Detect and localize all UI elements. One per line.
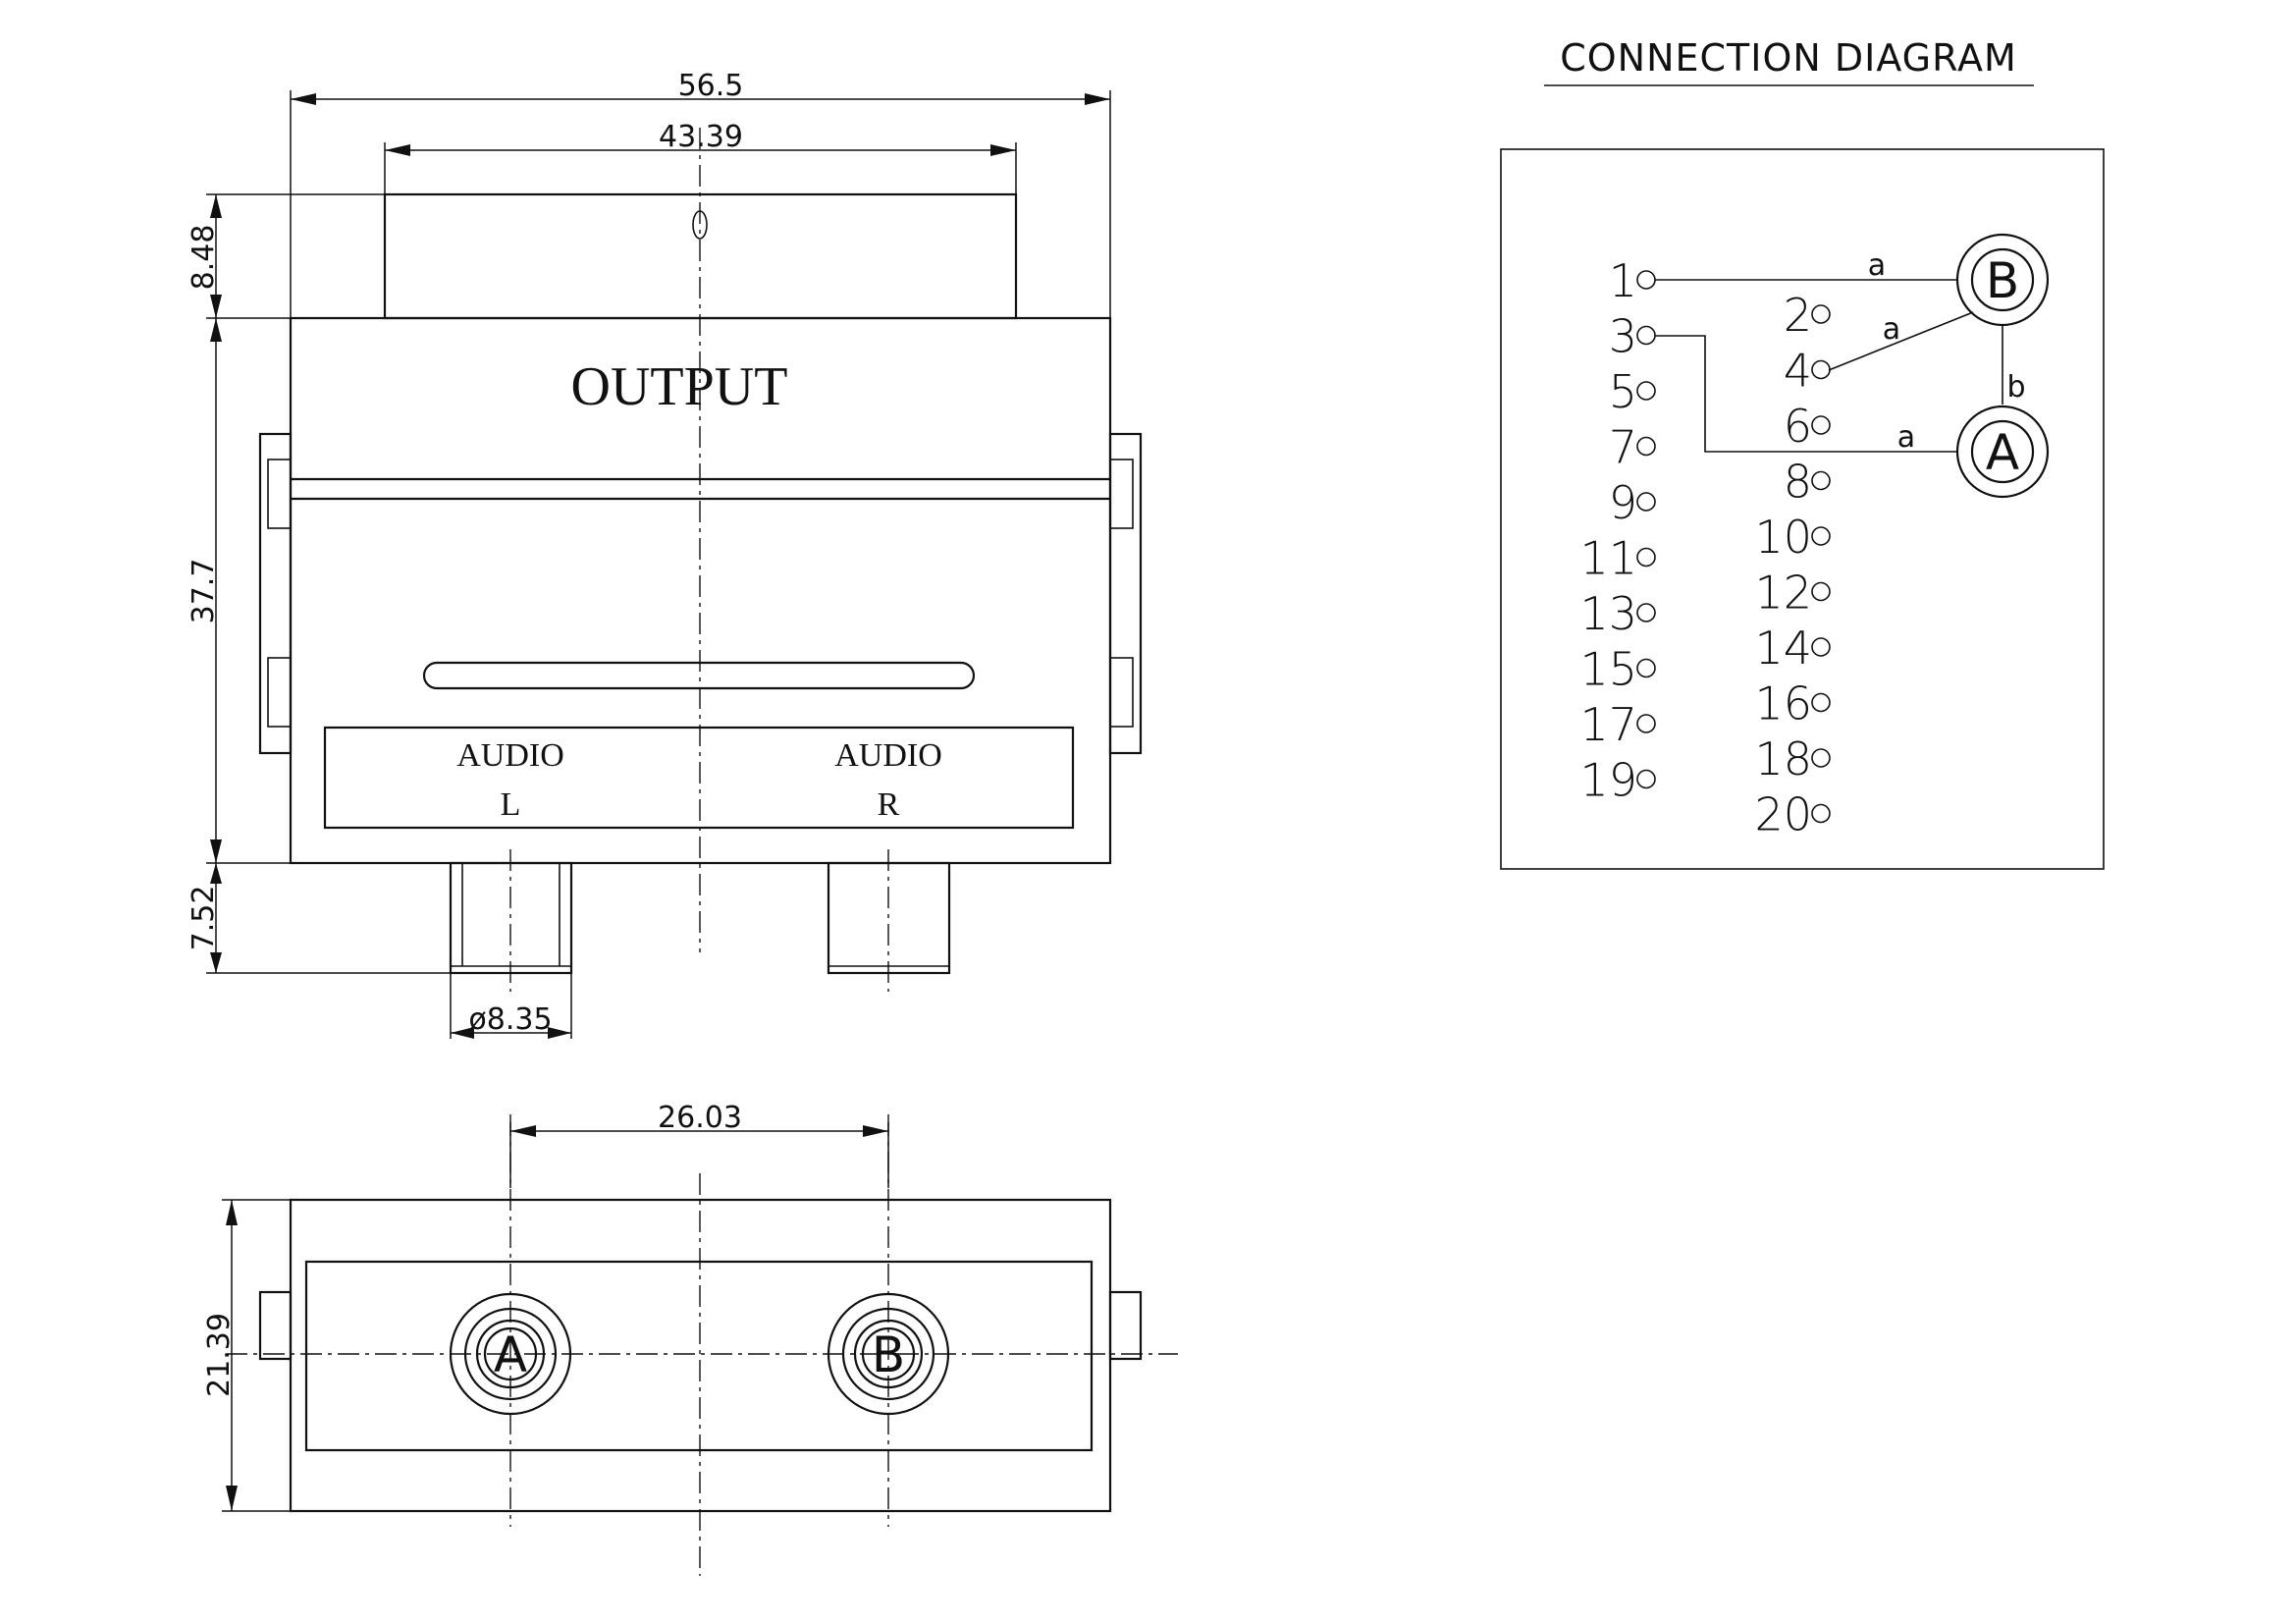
wires: a a b a bbox=[1655, 248, 2026, 455]
pin-2-label: 2 bbox=[1784, 289, 1812, 342]
svg-text:37.7: 37.7 bbox=[187, 559, 221, 624]
pin-10-label: 10 bbox=[1754, 511, 1812, 564]
audio-left-label: AUDIO bbox=[456, 737, 564, 774]
pin-18-contact bbox=[1811, 748, 1831, 768]
pin-7-contact bbox=[1636, 436, 1656, 457]
pin-13-contact bbox=[1636, 603, 1656, 622]
pin-9-label: 9 bbox=[1609, 476, 1637, 529]
svg-text:B: B bbox=[1986, 252, 2019, 309]
bottom-view: A B 26.03 21.39 bbox=[202, 1101, 1178, 1576]
svg-text:a: a bbox=[1868, 248, 1886, 283]
audio-label-panel bbox=[323, 726, 1075, 830]
connection-diagram: CONNECTION DIAGRAM a a b a B A 135791113… bbox=[1500, 36, 2105, 870]
connector-b: B bbox=[1955, 233, 2050, 327]
pin-19-label: 19 bbox=[1579, 754, 1637, 807]
pin-15-label: 15 bbox=[1579, 643, 1637, 696]
connection-diagram-title: CONNECTION DIAGRAM bbox=[1560, 36, 2017, 80]
svg-text:43.39: 43.39 bbox=[659, 120, 743, 154]
svg-text:b: b bbox=[2006, 370, 2025, 405]
connector-a: A bbox=[1955, 405, 2050, 499]
dim-body-height: 37.7 bbox=[187, 318, 291, 864]
svg-text:A: A bbox=[1986, 424, 2019, 481]
pin-3-contact bbox=[1636, 325, 1656, 346]
pin-12-label: 12 bbox=[1754, 567, 1812, 620]
pin-6-label: 6 bbox=[1784, 400, 1812, 453]
svg-text:8.48: 8.48 bbox=[187, 225, 221, 291]
svg-text:B: B bbox=[872, 1326, 905, 1383]
pin-8-label: 8 bbox=[1784, 456, 1812, 509]
pin-10-contact bbox=[1811, 526, 1831, 546]
dim-jack-spacing: 26.03 bbox=[509, 1101, 889, 1188]
pin-7-label: 7 bbox=[1609, 421, 1637, 474]
bottom-jack-a: A bbox=[449, 1292, 572, 1416]
pin-11-contact bbox=[1636, 547, 1656, 568]
dim-top-height: 8.48 bbox=[187, 193, 385, 319]
pin-15-contact bbox=[1636, 658, 1656, 678]
svg-text:A: A bbox=[494, 1326, 527, 1383]
bottom-clip-left bbox=[258, 1290, 293, 1361]
svg-text:ø8.35: ø8.35 bbox=[468, 1002, 552, 1037]
audio-right-label: AUDIO bbox=[834, 737, 942, 774]
pin-13-label: 13 bbox=[1579, 587, 1637, 640]
dim-jack-length: 7.52 bbox=[187, 863, 451, 974]
audio-right-channel: R bbox=[878, 786, 900, 823]
output-label: OUTPUT bbox=[571, 356, 788, 417]
dim-jack-diameter: ø8.35 bbox=[450, 973, 572, 1039]
bottom-jack-b: B bbox=[827, 1292, 950, 1416]
pin-9-contact bbox=[1636, 492, 1656, 512]
side-clip-left bbox=[258, 432, 293, 755]
dim-depth: 21.39 bbox=[202, 1199, 291, 1512]
pin-11-label: 11 bbox=[1579, 532, 1637, 585]
pin-19-contact bbox=[1636, 769, 1656, 789]
svg-text:a: a bbox=[1883, 312, 1900, 347]
svg-text:26.03: 26.03 bbox=[658, 1101, 742, 1135]
dim-overall-width: 56.5 bbox=[290, 69, 1111, 318]
audio-left-channel: L bbox=[501, 786, 521, 823]
pin-14-contact bbox=[1811, 637, 1831, 657]
pin-20-label: 20 bbox=[1754, 788, 1812, 841]
pin-1-contact bbox=[1636, 270, 1656, 290]
pin-2-contact bbox=[1811, 304, 1831, 324]
dim-top-width: 43.39 bbox=[384, 120, 1017, 194]
pin-1-label: 1 bbox=[1609, 254, 1637, 307]
bottom-clip-right bbox=[1108, 1290, 1143, 1361]
pin-5-label: 5 bbox=[1609, 365, 1637, 418]
pin-18-label: 18 bbox=[1754, 732, 1812, 785]
svg-text:56.5: 56.5 bbox=[678, 69, 744, 103]
pin-4-label: 4 bbox=[1784, 345, 1812, 398]
svg-text:7.52: 7.52 bbox=[187, 886, 221, 951]
pin-3-label: 3 bbox=[1609, 310, 1637, 363]
pin-4-contact bbox=[1811, 359, 1831, 380]
slot bbox=[422, 661, 976, 690]
side-clip-right bbox=[1108, 432, 1143, 755]
pin-17-label: 17 bbox=[1579, 698, 1637, 751]
pin-5-contact bbox=[1636, 381, 1656, 401]
pin-12-contact bbox=[1811, 581, 1831, 602]
diagram-frame bbox=[1500, 148, 2105, 870]
pin-20-contact bbox=[1811, 803, 1831, 824]
pin-14-label: 14 bbox=[1754, 622, 1812, 675]
pin-16-label: 16 bbox=[1754, 677, 1812, 730]
pin-17-contact bbox=[1636, 714, 1656, 733]
pin-8-contact bbox=[1811, 470, 1831, 491]
pin-16-contact bbox=[1811, 692, 1831, 713]
pin-6-contact bbox=[1811, 415, 1831, 435]
svg-text:a: a bbox=[1897, 420, 1915, 455]
svg-text:21.39: 21.39 bbox=[202, 1313, 237, 1397]
front-view: OUTPUT AUDIO L AUDIO R 56.5 43.39 bbox=[187, 69, 1143, 1039]
